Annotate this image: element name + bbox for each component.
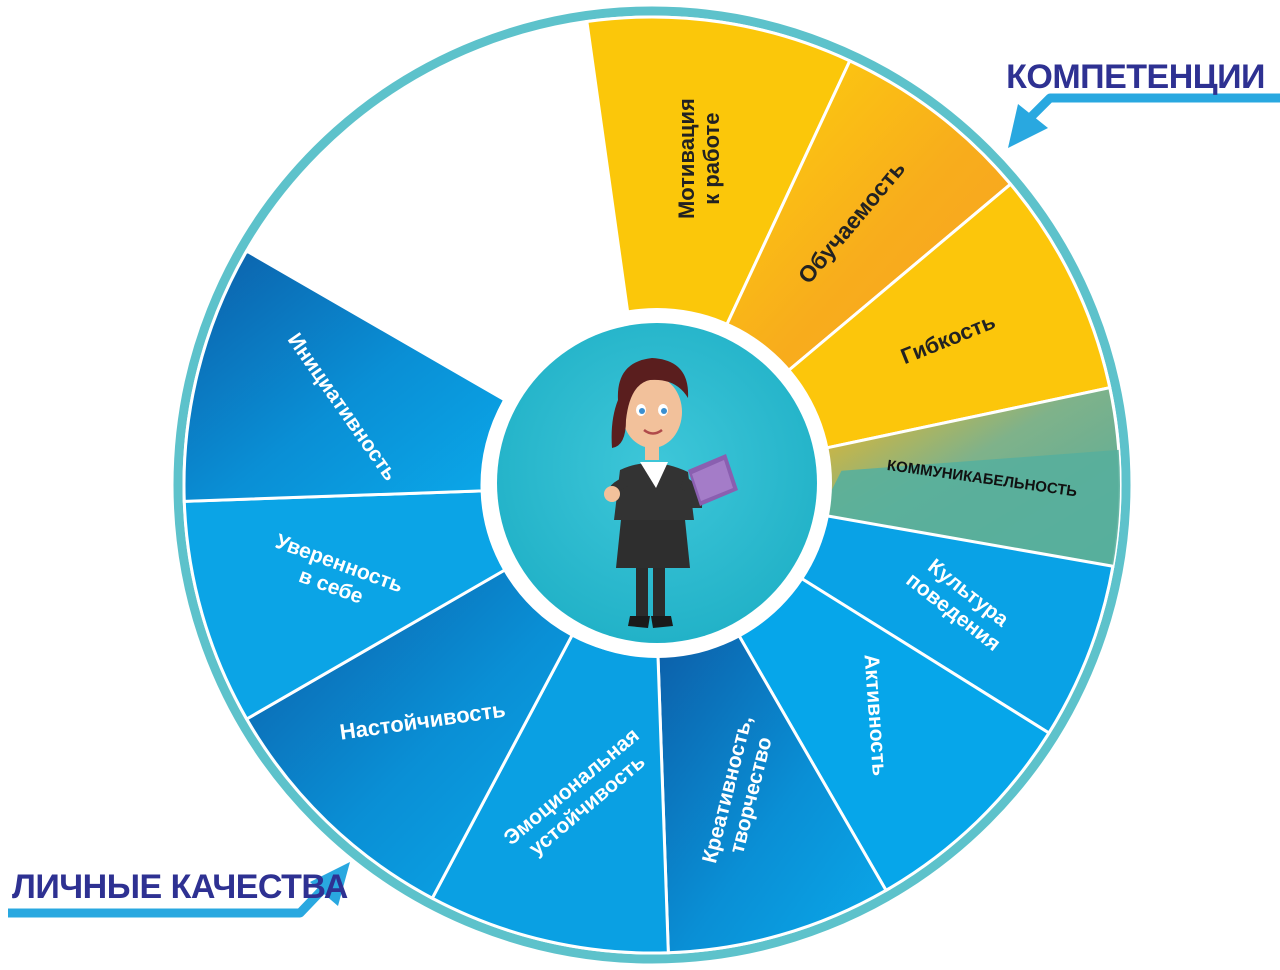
businesswoman-illustration bbox=[604, 358, 738, 628]
segment-self-confidence bbox=[182, 489, 507, 722]
personal-qualities-heading: ЛИЧНЫЕ КАЧЕСТВА bbox=[12, 868, 348, 906]
personal-qualities-arrow bbox=[8, 862, 350, 918]
segments-layer bbox=[182, 15, 1122, 955]
segment-label-line: к работе bbox=[699, 112, 724, 204]
competencies-arrow bbox=[1008, 93, 1280, 148]
communicability-teal-overlay bbox=[819, 449, 1120, 567]
segment-label-line: Мотивация bbox=[674, 98, 699, 219]
competencies-heading: КОМПЕТЕНЦИИ bbox=[1006, 58, 1265, 96]
